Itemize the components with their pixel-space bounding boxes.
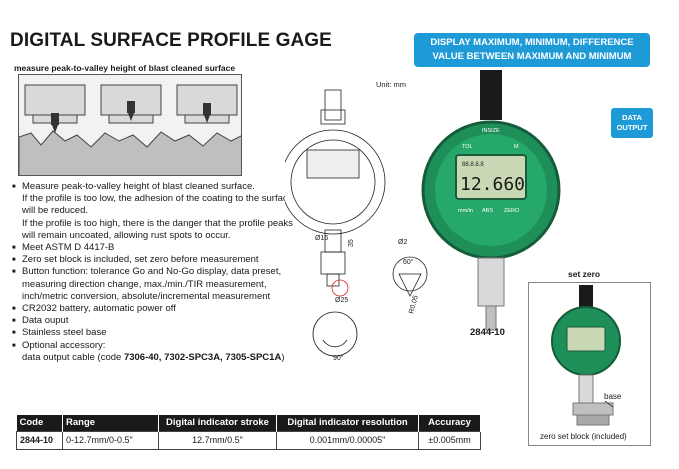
feature-list: Measure peak-to-valley height of blast c… — [12, 181, 304, 364]
gage-photo: 88.8.8.8 12.660 INSIZE TOL M mm/in ABS Z… — [421, 70, 561, 331]
zero-label: ZERO — [504, 208, 520, 214]
setzero-title: set zero — [568, 269, 601, 279]
feature-item: Data ouput — [12, 315, 304, 327]
dim-h35: 35 — [348, 239, 355, 247]
col-stroke: Digital indicator stroke — [158, 415, 277, 431]
table-header-row: Code Range Digital indicator stroke Digi… — [16, 415, 481, 431]
cell-resolution: 0.001mm/0.00005" — [276, 430, 419, 450]
table-row: 2844-10 0-12.7mm/0-0.5" 12.7mm/0.5" 0.00… — [16, 430, 481, 450]
cell-stroke: 12.7mm/0.5" — [158, 430, 277, 450]
accessory-suffix: ) — [281, 351, 285, 363]
accessory-heading: Optional accessory: — [22, 339, 106, 351]
dim-d2: Ø2 — [398, 239, 407, 246]
base-label: base — [604, 392, 622, 401]
setzero-photo — [551, 285, 621, 426]
banner-line-2: VALUE BETWEEN MAXIMUM AND MINIMUM — [432, 51, 632, 62]
blast-surface-illustration — [18, 74, 242, 176]
data-output-badge: DATA OUTPUT — [611, 108, 653, 138]
col-resolution: Digital indicator resolution — [276, 415, 419, 431]
badge-line-2: OUTPUT — [616, 123, 648, 132]
col-code: Code — [16, 415, 63, 431]
accessory-codes: 7306-40, 7302-SPC3A, 7305-SPC1A — [123, 351, 282, 363]
feature-detail-2: If the profile is too high, there is the… — [22, 217, 293, 241]
spec-table: Code Range Digital indicator stroke Digi… — [16, 415, 481, 450]
dim-angle90: 90° — [333, 354, 344, 362]
feature-item: Button function: tolerance Go and No-Go … — [12, 266, 304, 303]
col-accuracy: Accuracy — [418, 415, 481, 431]
model-label: 2844-10 — [470, 327, 505, 338]
cell-code: 2844-10 — [16, 430, 63, 450]
abs-label: ABS — [482, 208, 493, 214]
feature-text: Measure peak-to-valley height of blast c… — [22, 181, 255, 192]
feature-item: Stainless steel base — [12, 327, 304, 339]
feature-detail: If the profile is too low, the adhesion … — [22, 193, 293, 217]
dial-brand: INSIZE — [482, 128, 500, 134]
dial-small: 88.8.8.8 — [462, 162, 484, 168]
banner-line-1: DISPLAY MAXIMUM, MINIMUM, DIFFERENCE — [430, 37, 634, 48]
mmin-label: mm/in — [458, 208, 473, 214]
badge-line-1: DATA — [622, 113, 642, 122]
accessory-prefix: data output cable (code — [22, 351, 124, 363]
cell-accuracy: ±0.005mm — [418, 430, 481, 450]
tol-label: TOL — [462, 144, 473, 150]
col-range: Range — [62, 415, 159, 431]
technical-drawing: Ø16 35 Ø2 60° Ø25 R0.05 90° — [285, 89, 428, 362]
feature-item: Zero set block is included, set zero bef… — [12, 254, 304, 266]
m-label: M — [514, 144, 519, 150]
cell-range: 0-12.7mm/0-0.5" — [62, 430, 159, 450]
page-title: DIGITAL SURFACE PROFILE GAGE — [10, 30, 332, 51]
dim-d25: Ø25 — [335, 297, 348, 304]
feature-banner: DISPLAY MAXIMUM, MINIMUM, DIFFERENCE VAL… — [414, 33, 650, 67]
zero-block-label: zero set block (included) — [540, 432, 627, 441]
feature-item: CR2032 battery, automatic power off — [12, 303, 304, 315]
setzero-photo-box — [528, 282, 651, 446]
feature-item: Meet ASTM D 4417-B — [12, 242, 304, 254]
illustration-caption: measure peak-to-valley height of blast c… — [14, 63, 236, 73]
feature-item: Measure peak-to-valley height of blast c… — [12, 181, 304, 242]
dim-r005: R0.05 — [408, 295, 420, 315]
dim-angle60: 60° — [403, 258, 414, 266]
dim-d16: Ø16 — [315, 235, 328, 242]
dial-reading: 12.660 — [460, 174, 525, 195]
unit-label: Unit: mm — [376, 80, 406, 89]
feature-item: Optional accessory: data output cable (c… — [12, 340, 304, 364]
